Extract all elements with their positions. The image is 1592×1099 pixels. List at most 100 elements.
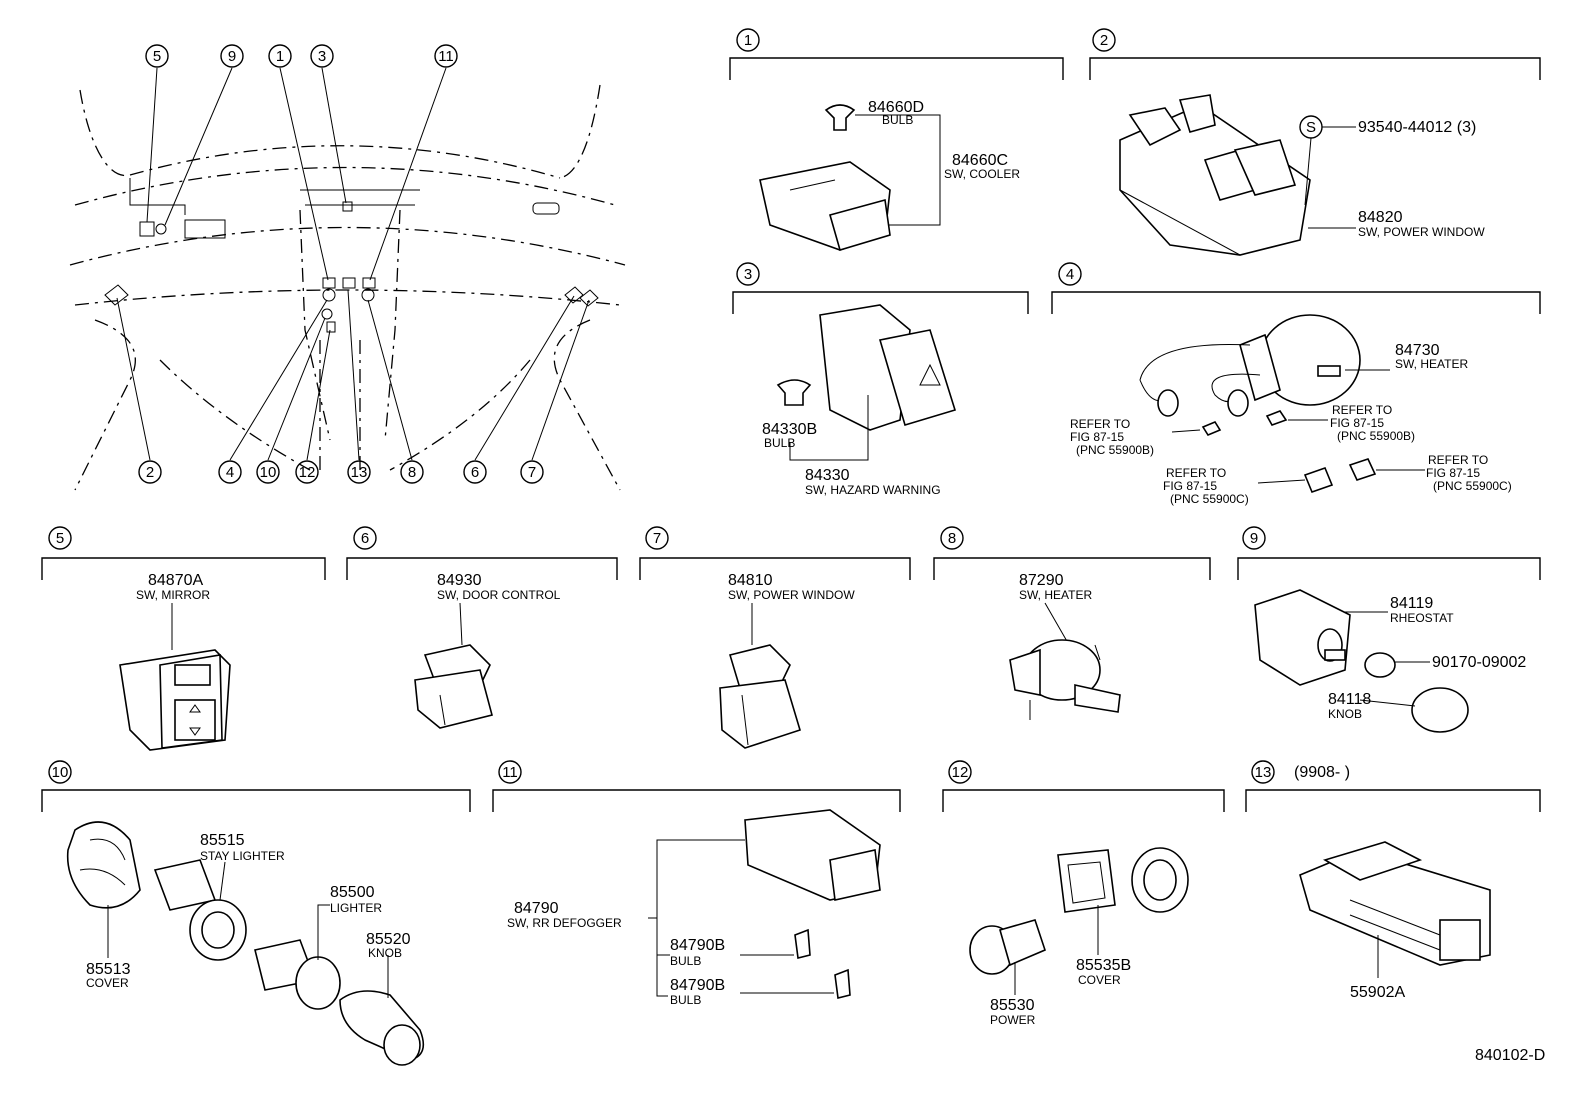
part-84790b-2: 84790B xyxy=(670,977,725,994)
part-84660d-desc: BULB xyxy=(882,113,913,127)
lighter-cover-part xyxy=(66,821,141,909)
callout-4-overview: 4 xyxy=(218,460,242,484)
part-84930-desc: SW, DOOR CONTROL xyxy=(437,588,561,602)
control-module-part xyxy=(1299,841,1491,966)
s-symbol: S xyxy=(1306,119,1316,136)
refer-3: REFER TO FIG 87-15 (PNC 55900C) xyxy=(1163,466,1249,506)
svg-text:1: 1 xyxy=(276,48,284,65)
svg-text:10: 10 xyxy=(52,764,69,781)
svg-text:7: 7 xyxy=(653,530,661,547)
callout-10-overview: 10 xyxy=(256,460,280,484)
section-4: 4 84730 SW, HEATER REFER TO FIG 87-15 (P… xyxy=(1051,262,1541,506)
svg-text:13: 13 xyxy=(1255,764,1272,781)
svg-text:6: 6 xyxy=(471,464,479,481)
section-2: 2 S 93540-44012 (3) 84820 SW, POWER WIND… xyxy=(1089,28,1541,256)
part-85500: 85500 xyxy=(330,884,375,901)
svg-text:6: 6 xyxy=(361,530,369,547)
svg-text:8: 8 xyxy=(408,464,416,481)
section-13: 13 (9908- ) 55902A xyxy=(1245,760,1541,1001)
overview-callouts: 5 9 1 3 11 2 4 10 12 13 8 6 7 xyxy=(138,44,544,484)
part-85515-desc: STAY LIGHTER xyxy=(200,849,285,863)
diagram-id: 840102-D xyxy=(1475,1047,1545,1064)
callout-3-overview: 3 xyxy=(310,44,334,68)
svg-text:4: 4 xyxy=(1066,266,1074,283)
hazard-switch-part xyxy=(776,304,957,431)
part-84118: 84118 xyxy=(1328,691,1371,708)
section-3: 3 84330B BULB 84330 SW, HAZARD WARNING xyxy=(732,262,1029,497)
part-85500-desc: LIGHTER xyxy=(330,901,382,915)
svg-text:(PNC 55900B): (PNC 55900B) xyxy=(1076,443,1154,457)
svg-text:(PNC 55900B): (PNC 55900B) xyxy=(1337,429,1415,443)
heater-switch-part xyxy=(1139,314,1377,494)
callout-13-overview: 13 xyxy=(347,460,371,484)
part-84790b-1-desc: BULB xyxy=(670,954,701,968)
svg-text:FIG 87-15: FIG 87-15 xyxy=(1163,479,1217,493)
part-55902a: 55902A xyxy=(1350,984,1405,1001)
callout-8-overview: 8 xyxy=(400,460,424,484)
part-84820: 84820 xyxy=(1358,209,1403,226)
section-8: 8 87290 SW, HEATER xyxy=(933,526,1211,720)
part-84330-desc: SW, HAZARD WARNING xyxy=(805,483,941,497)
svg-text:9: 9 xyxy=(1250,530,1258,547)
date-range: (9908- ) xyxy=(1294,764,1350,781)
callout-9-overview: 9 xyxy=(220,44,244,68)
refer-2: REFER TO FIG 87-15 (PNC 55900B) xyxy=(1330,403,1415,443)
svg-text:12: 12 xyxy=(299,464,316,481)
part-84790b-1: 84790B xyxy=(670,937,725,954)
part-85530-desc: POWER xyxy=(990,1013,1036,1027)
part-87290-desc: SW, HEATER xyxy=(1019,588,1092,602)
part-84870a-desc: SW, MIRROR xyxy=(136,588,210,602)
svg-text:10: 10 xyxy=(260,464,277,481)
section-9: 9 84119 RHEOSTAT 90170-09002 84118 KNOB xyxy=(1237,526,1541,733)
refer-4: REFER TO FIG 87-15 (PNC 55900C) xyxy=(1426,453,1512,493)
part-84660d: 84660D xyxy=(868,99,924,116)
svg-text:(PNC 55900C): (PNC 55900C) xyxy=(1170,492,1249,506)
part-85513-desc: COVER xyxy=(86,976,129,990)
part-84790b-2-desc: BULB xyxy=(670,993,701,1007)
callout-2-overview: 2 xyxy=(138,460,162,484)
svg-text:REFER TO: REFER TO xyxy=(1166,466,1226,480)
part-84330b: 84330B xyxy=(762,421,817,438)
part-84118-desc: KNOB xyxy=(1328,707,1362,721)
refer-1: REFER TO FIG 87-15 (PNC 55900B) xyxy=(1070,417,1154,457)
svg-text:3: 3 xyxy=(744,266,752,283)
part-85515: 85515 xyxy=(200,832,245,849)
part-85520: 85520 xyxy=(366,931,411,948)
svg-text:1: 1 xyxy=(744,32,752,49)
part-84330b-desc: BULB xyxy=(764,436,795,450)
svg-text:REFER TO: REFER TO xyxy=(1428,453,1488,467)
svg-text:FIG 87-15: FIG 87-15 xyxy=(1426,466,1480,480)
heater-switch-8-part xyxy=(1009,639,1121,720)
svg-text:13: 13 xyxy=(351,464,368,481)
section-6: 6 84930 SW, DOOR CONTROL xyxy=(346,526,618,729)
callout-1-overview: 1 xyxy=(268,44,292,68)
callout-12-overview: 12 xyxy=(295,460,319,484)
part-84820-desc: SW, POWER WINDOW xyxy=(1358,225,1485,239)
part-85535b: 85535B xyxy=(1076,957,1131,974)
part-84790-desc: SW, RR DEFOGGER xyxy=(507,916,622,930)
part-84810: 84810 xyxy=(728,572,773,589)
power-window-master-switch-part xyxy=(1119,94,1311,256)
svg-text:REFER TO: REFER TO xyxy=(1332,403,1392,417)
part-85520-desc: KNOB xyxy=(368,946,402,960)
cooler-switch-part xyxy=(759,104,891,251)
mirror-switch-part xyxy=(119,649,231,751)
svg-text:11: 11 xyxy=(438,48,454,65)
rheostat-part xyxy=(1254,589,1469,733)
callout-5-overview: 5 xyxy=(145,44,169,68)
power-window-switch-part xyxy=(719,644,801,749)
part-84790: 84790 xyxy=(514,900,559,917)
part-84870a: 84870A xyxy=(148,572,203,589)
part-87290: 87290 xyxy=(1019,572,1064,589)
part-84730-desc: SW, HEATER xyxy=(1395,357,1468,371)
lighter-part xyxy=(254,939,341,1010)
lighter-knob-part xyxy=(339,990,425,1066)
part-84119: 84119 xyxy=(1390,595,1433,612)
part-84730: 84730 xyxy=(1395,342,1440,359)
part-84810-desc: SW, POWER WINDOW xyxy=(728,588,855,602)
dashboard-overview xyxy=(69,67,626,491)
svg-text:REFER TO: REFER TO xyxy=(1070,417,1130,431)
section-11: 11 84790 SW, RR DEFOGGER 84790B BULB 847… xyxy=(492,760,901,1007)
part-84660c: 84660C xyxy=(952,152,1008,169)
part-85513: 85513 xyxy=(86,961,131,978)
